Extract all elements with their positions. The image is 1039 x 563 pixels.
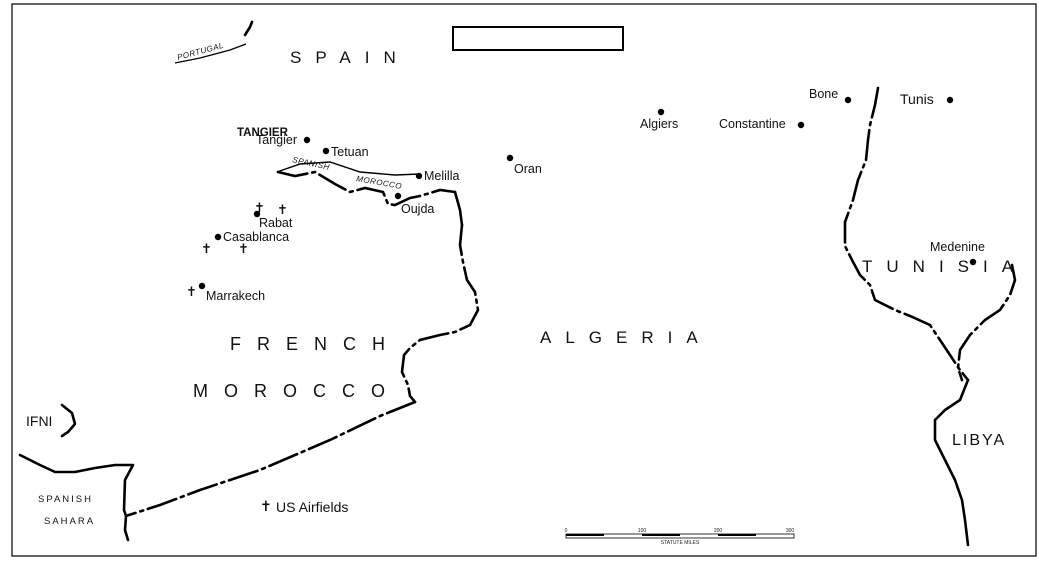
spanish-sahara-border — [18, 453, 135, 542]
label-french: FRENCH — [230, 334, 401, 354]
city-dot-oujda — [394, 192, 402, 200]
city-dot-algiers — [657, 108, 665, 116]
ifni-border — [60, 403, 77, 438]
city-dot-casablanca — [214, 233, 222, 241]
scale-tick: 0 — [565, 528, 568, 534]
city-label-oran: Oran — [514, 162, 542, 176]
label-tunisia: TUNISIA — [862, 257, 1027, 276]
label-spanish: SPANISH — [38, 494, 93, 505]
map-border — [11, 3, 1037, 557]
city-dot-tangier — [303, 136, 311, 144]
city-label-tunis: Tunis — [900, 91, 934, 107]
spanish-morocco-border — [276, 170, 457, 207]
airfield-icon: ✝ — [238, 241, 249, 256]
city-dot-tetuan — [322, 147, 330, 155]
morocco-algeria-border-1 — [453, 190, 464, 227]
legend-label: US Airfields — [276, 499, 348, 515]
airfield-icon: ✝ — [186, 284, 197, 299]
city-dot-oran — [506, 154, 514, 162]
label-sahara: SAHARA — [44, 516, 95, 527]
scale-tick: 200 — [714, 528, 723, 534]
scale-bar-segment — [642, 534, 680, 536]
scale-caption: STATUTE MILES — [661, 540, 700, 546]
morocco-algeria-border-2 — [400, 223, 480, 404]
spanish-morocco-coast — [276, 161, 421, 176]
city-dot-rabat — [253, 210, 261, 218]
portugal-spain-border — [243, 20, 254, 37]
city-label-melilla: Melilla — [424, 169, 459, 183]
algeria-southwest-border — [124, 400, 417, 518]
label-tangier-zone: TANGIER — [237, 127, 289, 139]
city-label-rabat: Rabat — [259, 216, 293, 230]
legend: ✝ US Airfields — [260, 498, 348, 515]
scale-bar-segment — [566, 534, 604, 536]
scale-tick: 100 — [638, 528, 647, 534]
city-dot-melilla — [415, 172, 423, 180]
tunisia-libya-border — [956, 263, 1017, 382]
airfield-icon: ✝ — [201, 241, 212, 256]
legend-airfield-icon: ✝ — [260, 498, 272, 514]
scale-bar: 0 100 200 300 STATUTE MILES — [565, 528, 795, 546]
city-label-tangier: Tangier — [256, 133, 297, 147]
airfield-icon: ✝ — [277, 202, 288, 217]
scale-bar-segment — [718, 534, 756, 536]
city-dot-marrakech — [198, 282, 206, 290]
label-libya: LIBYA — [952, 432, 1006, 449]
city-label-casablanca: Casablanca — [223, 230, 289, 244]
label-spain: SPAIN — [290, 48, 410, 67]
city-dot-medenine — [969, 258, 977, 266]
algeria-libya-border — [933, 378, 970, 547]
city-dot-tunis — [946, 96, 954, 104]
city-dot-bone — [844, 96, 852, 104]
city-markers — [198, 96, 977, 290]
airfield-icon: ✝ — [254, 200, 265, 215]
city-label-tetuan: Tetuan — [331, 145, 369, 159]
label-algeria: ALGERIA — [540, 328, 712, 347]
city-label-medenine: Medenine — [930, 240, 985, 254]
label-morocco: MOROCCO — [193, 381, 401, 401]
title-box — [452, 26, 624, 51]
portugal-coast — [174, 43, 247, 64]
city-label-bone: Bone — [809, 87, 838, 101]
city-label-marrakech: Marrakech — [206, 289, 265, 303]
city-label-algiers: Algiers — [640, 117, 678, 131]
algeria-tunisia-border — [843, 86, 970, 382]
city-dot-constantine — [797, 121, 805, 129]
label-ifni: IFNI — [26, 413, 52, 429]
scale-tick: 300 — [786, 528, 795, 534]
city-label-oujda: Oujda — [401, 202, 434, 216]
city-label-constantine: Constantine — [719, 117, 786, 131]
airfield-markers: ✝ ✝ ✝ ✝ ✝ — [186, 200, 288, 299]
